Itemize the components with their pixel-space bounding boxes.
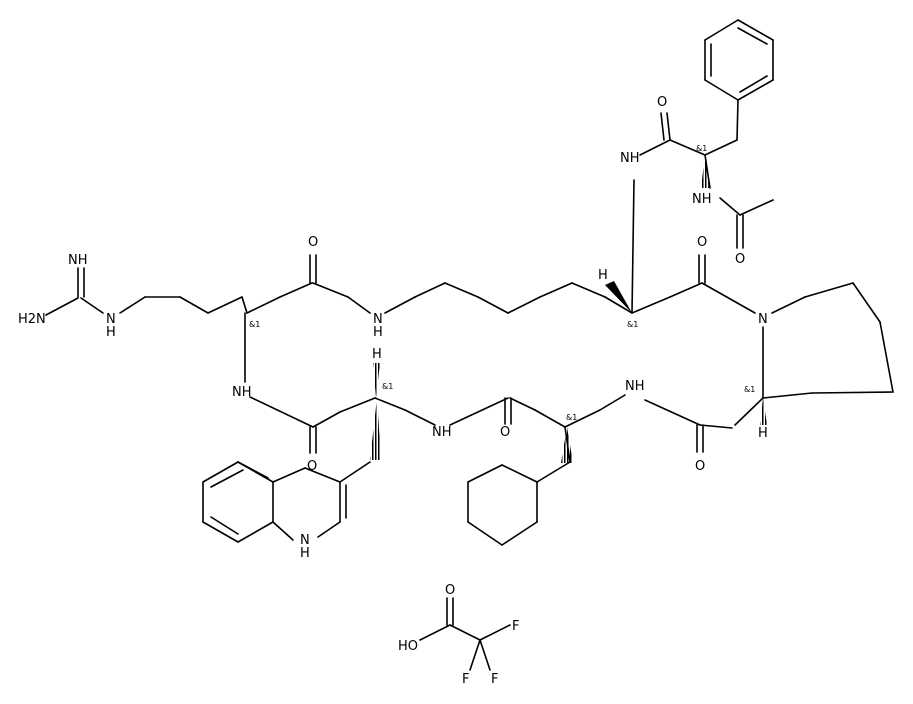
stereo-label-pro: &1 [744, 385, 755, 394]
bond-skeleton [45, 19, 894, 671]
arg-carbonyl-o-label: O [308, 235, 318, 250]
stereo-label-phe: &1 [696, 144, 707, 153]
guanidine-h-label: H [106, 325, 116, 340]
indole-h-label: H [300, 546, 310, 561]
pro-carbonyl-o-label: O [695, 459, 705, 474]
phe-carbonyl-o-label: O [657, 95, 667, 110]
trp-nh-label: NH [432, 425, 452, 440]
lys-alpha-h-label: H [598, 268, 608, 283]
lys-side-nh-label: NH [620, 151, 640, 166]
stereo-label-lys: &1 [627, 320, 638, 329]
trifluoroacetic-acid: O HO F F F [398, 583, 519, 687]
arg-alpha-nh-label: NH [232, 385, 252, 400]
indole-n-label: N [300, 533, 310, 548]
pro-n-label: N [758, 312, 768, 327]
stereo-label-arg: &1 [249, 320, 260, 329]
guanidine-imine-label: NH [68, 253, 88, 268]
guanidine-amine-label: H2N [18, 312, 46, 327]
guanidine-n-label: N [106, 312, 116, 327]
phe-nh-label: NH [692, 192, 712, 207]
stereo-label-cha: &1 [566, 413, 577, 422]
cha-carbonyl-o-label: O [500, 425, 510, 440]
tfa-hydroxyl-label: HO [398, 639, 418, 654]
trp-alpha-h-label: H [372, 347, 382, 362]
tfa-f1-label: F [512, 619, 519, 634]
cha-nh-label: NH [625, 379, 645, 394]
tfa-f2-label: F [462, 672, 469, 687]
stereo-label-trp: &1 [382, 382, 393, 391]
amide-h-top-label: H [373, 325, 383, 340]
lys-carbonyl-o-label: O [697, 235, 707, 250]
tfa-carbonyl-o-label: O [445, 583, 455, 598]
atom-labels: NH H2N N H O N H NH H O NH N H O NH O H … [18, 95, 768, 561]
pro-alpha-h-label: H [758, 426, 768, 441]
stereo-bonds [370, 155, 767, 463]
stereo-descriptors: &1 &1 &1 &1 &1 &1 [249, 144, 755, 422]
amide-n-top-label: N [373, 312, 383, 327]
acetyl-o-label: O [735, 252, 745, 267]
trp-carbonyl-o-label: O [307, 459, 317, 474]
tfa-f3-label: F [491, 672, 498, 687]
